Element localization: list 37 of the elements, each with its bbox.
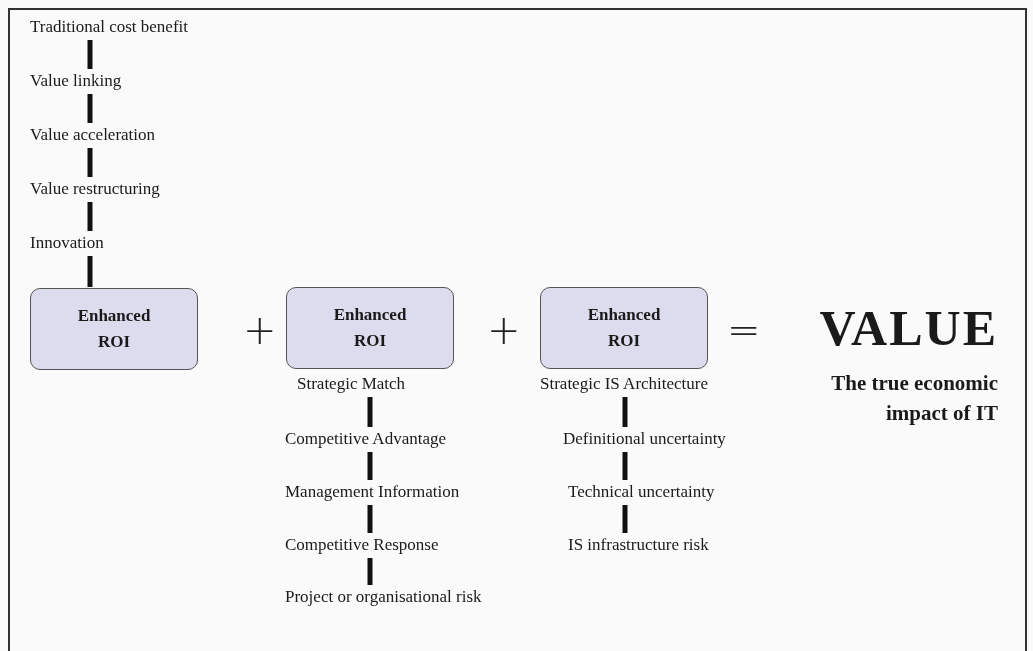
rounded-box	[30, 288, 198, 370]
text-label: Value restructuring	[30, 178, 160, 200]
text-label: Value linking	[30, 70, 122, 92]
text-label: Management Information	[285, 481, 460, 503]
operator-symbol: +	[487, 310, 521, 350]
result-subtitle: The true economic impact of IT	[830, 370, 998, 427]
rounded-box	[286, 287, 454, 369]
text-label: Technical uncertainty	[568, 481, 715, 503]
operator-symbol: +	[243, 310, 277, 350]
text-label: Value acceleration	[30, 124, 156, 146]
text-label: Competitive Advantage	[285, 428, 446, 450]
operator-symbol: =	[727, 310, 761, 350]
connector-line	[87, 148, 93, 177]
box-label: Enhanced ROI	[76, 305, 152, 353]
box-label: Enhanced ROI	[586, 304, 662, 352]
result-heading: VALUE	[819, 300, 998, 356]
text-label: Innovation	[30, 232, 104, 254]
text-label: Strategic Match	[297, 373, 406, 395]
connector-line	[622, 397, 628, 427]
connector-line	[622, 452, 628, 480]
connector-line	[367, 397, 373, 427]
box-label: Enhanced ROI	[332, 304, 408, 352]
connector-line	[87, 202, 93, 231]
text-label: Project or organisational risk	[285, 586, 520, 608]
connector-line	[622, 505, 628, 533]
text-label: Traditional cost benefit	[30, 16, 188, 38]
connector-line	[87, 40, 93, 69]
connector-line	[367, 505, 373, 533]
connector-line	[87, 94, 93, 123]
connector-line	[367, 558, 373, 585]
text-label: Competitive Response	[285, 534, 439, 556]
text-label: Definitional uncertainty	[563, 428, 726, 450]
connector-line	[367, 452, 373, 480]
rounded-box	[540, 287, 708, 369]
connector-line	[87, 256, 93, 287]
text-label: Strategic IS Architecture	[540, 373, 709, 395]
text-label: IS infrastructure risk	[568, 534, 709, 556]
